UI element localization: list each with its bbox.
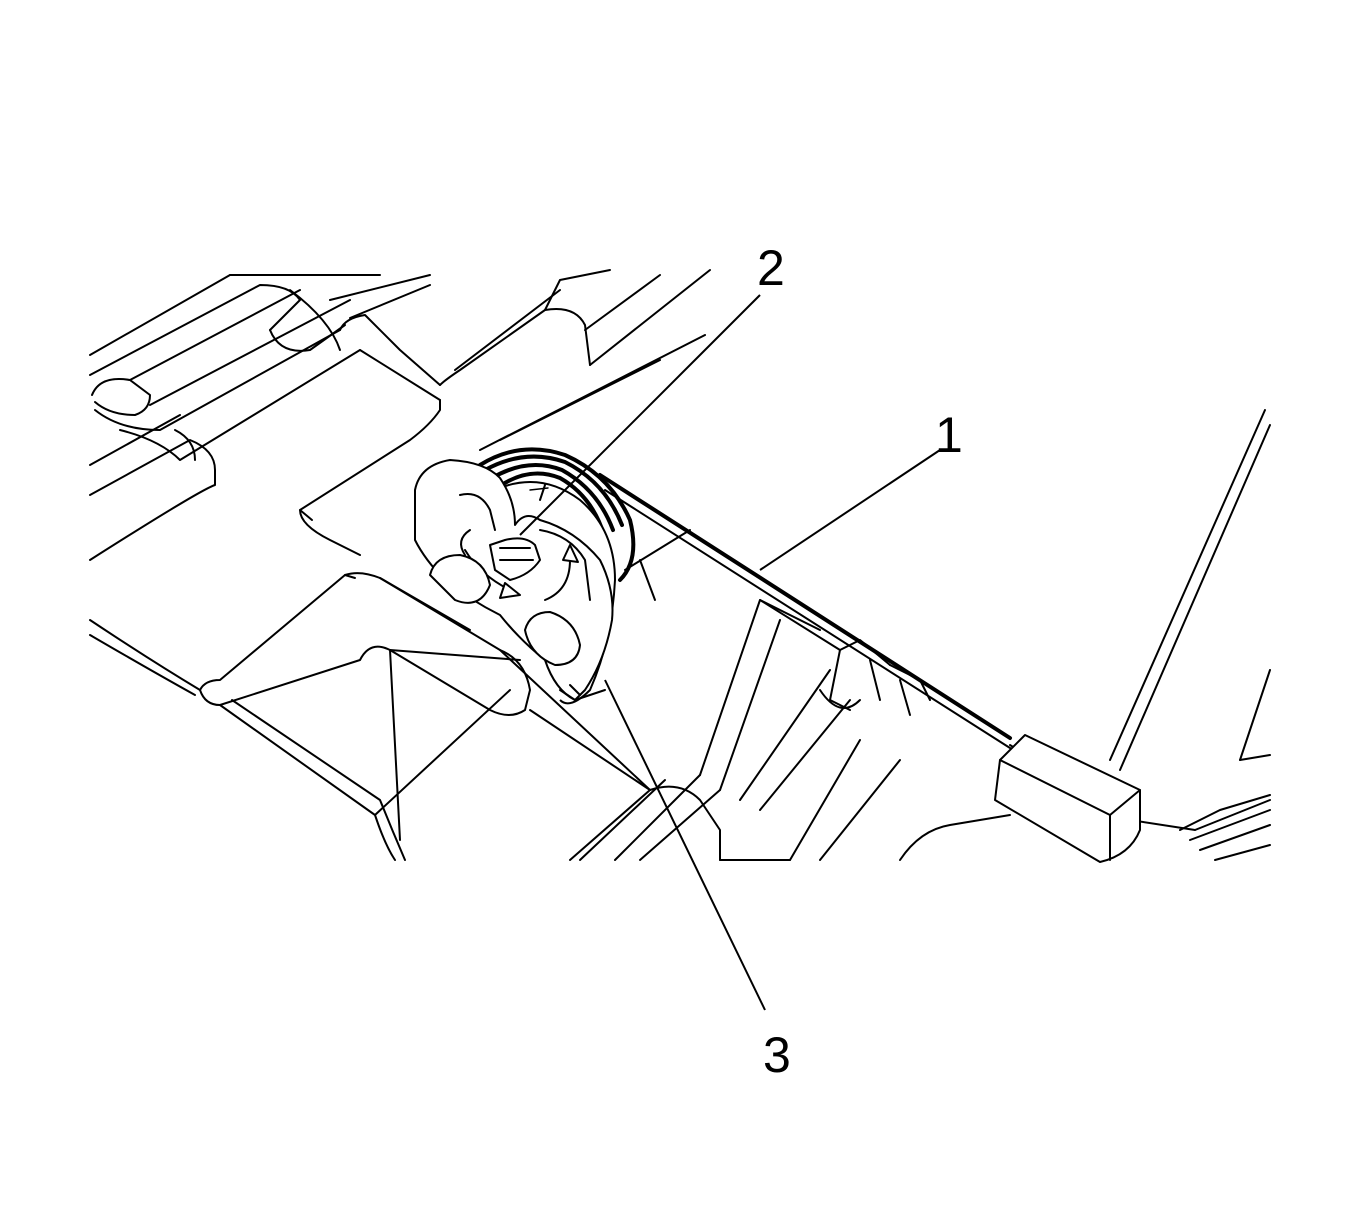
retainer-block (899, 734, 1141, 863)
callout-2: 2 (757, 240, 785, 296)
center-panel (299, 269, 711, 556)
clip-assembly (414, 447, 636, 705)
callout-leaders (519, 294, 941, 1011)
callout-3: 3 (763, 1027, 791, 1083)
upper-left-ribs (89, 274, 431, 561)
leader-line-1 (759, 449, 941, 571)
lower-panel (89, 572, 931, 861)
trim-edge (598, 409, 1271, 861)
callout-1: 1 (935, 407, 963, 463)
leader-line-3 (604, 679, 766, 1011)
leader-line-2 (519, 294, 761, 536)
